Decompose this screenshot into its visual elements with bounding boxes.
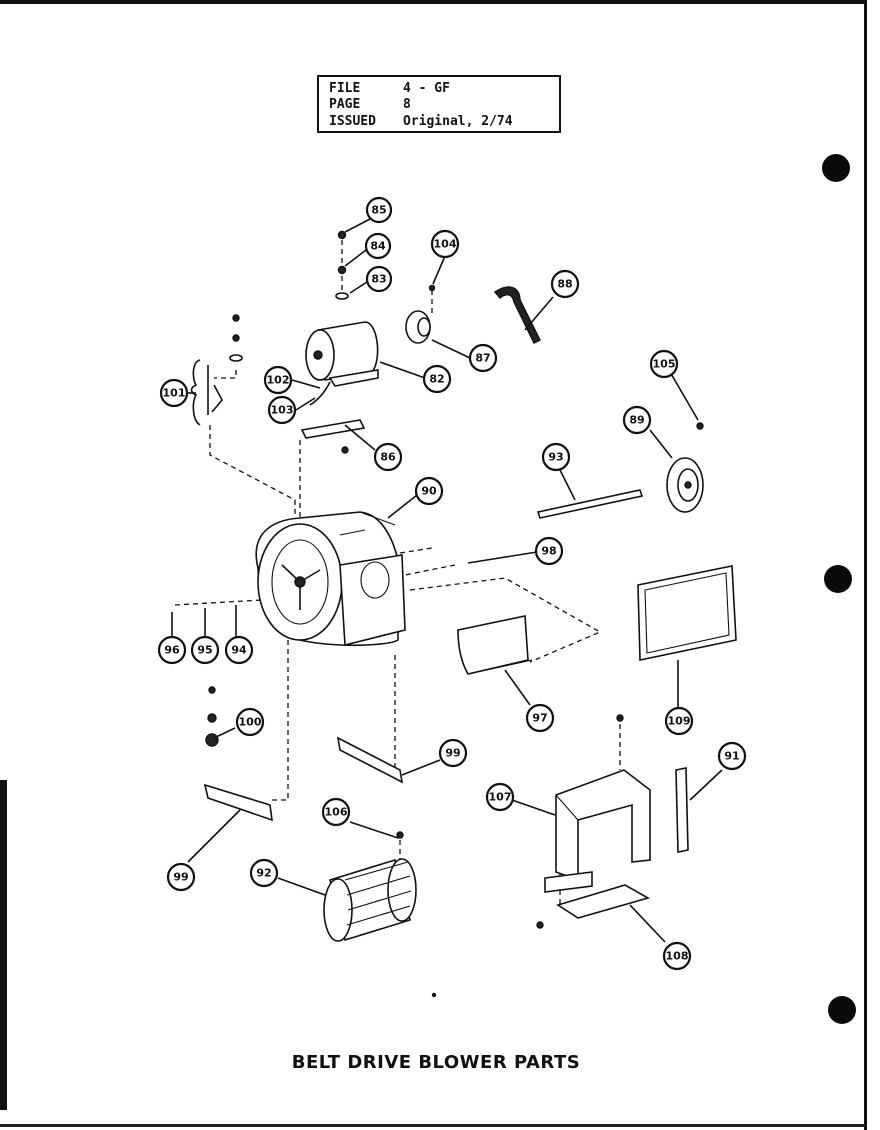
callout-107-label: 107 (489, 791, 512, 804)
callout-99-left-label: 99 (173, 871, 188, 884)
callout-107: 107 (485, 782, 515, 812)
callout-82: 82 (422, 364, 452, 394)
callout-85: 85 (365, 196, 393, 224)
page-value: 8 (403, 97, 411, 112)
callout-85-label: 85 (371, 204, 386, 217)
callout-83: 83 (365, 265, 393, 293)
issued-label: ISSUED (329, 114, 376, 129)
blower-wheel (323, 831, 417, 942)
callout-92-label: 92 (256, 867, 271, 880)
callout-83-label: 83 (371, 273, 386, 286)
callout-100-label: 100 (239, 716, 262, 729)
callout-90-label: 90 (421, 485, 437, 498)
page-label: PAGE (329, 97, 361, 112)
callout-99-right-label: 99 (445, 747, 460, 760)
binder-hole-top (822, 154, 850, 182)
callout-103: 103 (267, 395, 297, 425)
top-border (0, 0, 866, 4)
callout-89-label: 89 (629, 414, 644, 427)
issued-row: ISSUED Original, 2/74 (329, 114, 513, 129)
bottom-border (0, 1124, 866, 1127)
file-info-box: FILE 4 - GF PAGE 8 ISSUED Original, 2/74 (317, 75, 561, 133)
callout-103-label: 103 (271, 404, 294, 417)
page-caption: BELT DRIVE BLOWER PARTS (291, 1052, 581, 1073)
callout-95: 95 (190, 635, 220, 665)
callout-97: 97 (525, 703, 555, 733)
callout-102-label: 102 (267, 374, 290, 387)
callout-96: 96 (157, 635, 187, 665)
callout-93: 93 (541, 442, 571, 472)
hardware-parts (190, 230, 541, 454)
callout-97-label: 97 (532, 712, 547, 725)
file-row: FILE 4 - GF (329, 81, 450, 96)
callout-105-label: 105 (653, 358, 676, 371)
callout-82-label: 82 (429, 373, 444, 386)
callout-leader-lines (171, 217, 723, 943)
callout-100: 100 (235, 707, 265, 737)
callout-108: 108 (662, 941, 692, 971)
callout-102: 102 (263, 365, 293, 395)
callout-93-label: 93 (548, 451, 563, 464)
shaft-and-pulley (536, 422, 704, 519)
callout-87-label: 87 (475, 352, 490, 365)
callout-91: 91 (717, 741, 747, 771)
binder-hole-bottom (828, 996, 856, 1024)
callout-86-upper-label: 86 (380, 451, 396, 464)
callout-94-label: 94 (231, 644, 247, 657)
file-label: FILE (329, 81, 361, 96)
callout-98-label: 98 (541, 545, 556, 558)
callout-104-label: 104 (434, 238, 457, 251)
file-value: 4 - GF (403, 81, 450, 96)
callout-90: 90 (414, 476, 444, 506)
gasket-strip (675, 767, 689, 853)
callout-88-label: 88 (557, 278, 572, 291)
callout-106: 106 (321, 797, 351, 827)
callout-96-label: 96 (164, 644, 180, 657)
callout-105: 105 (649, 349, 679, 379)
callout-99-right: 99 (438, 738, 468, 768)
motor (305, 321, 379, 406)
callout-91-label: 91 (724, 750, 739, 763)
bearing-bracket-housing (555, 714, 651, 882)
callout-109: 109 (664, 706, 694, 736)
callout-104: 104 (430, 229, 460, 259)
callout-84: 84 (364, 232, 392, 260)
callout-95-label: 95 (197, 644, 212, 657)
support-bracket (536, 871, 651, 929)
mounting-brackets (203, 686, 404, 822)
callout-86-upper: 86 (373, 442, 403, 472)
callout-88: 88 (550, 269, 580, 299)
issued-value: Original, 2/74 (403, 114, 513, 129)
callout-101: 101 (159, 378, 189, 408)
callout-98: 98 (534, 536, 564, 566)
blower-housing (255, 511, 406, 647)
filter-panel (637, 565, 737, 661)
speck-dot (431, 992, 437, 998)
callout-109-label: 109 (668, 715, 691, 728)
right-border (864, 0, 867, 1130)
callout-108-label: 108 (666, 950, 689, 963)
assembly-dashed-lines (174, 240, 621, 905)
callout-92: 92 (249, 858, 279, 888)
callout-101-label: 101 (163, 387, 186, 400)
callout-94: 94 (224, 635, 254, 665)
callout-84-label: 84 (370, 240, 386, 253)
cutoff-plate (457, 615, 533, 675)
callout-87: 87 (468, 343, 498, 373)
callout-99-left: 99 (166, 862, 196, 892)
scan-edge-mark (0, 780, 7, 1110)
page-row: PAGE 8 (329, 97, 411, 112)
binder-hole-middle (824, 565, 852, 593)
callout-106-label: 106 (325, 806, 348, 819)
callout-89: 89 (622, 405, 652, 435)
